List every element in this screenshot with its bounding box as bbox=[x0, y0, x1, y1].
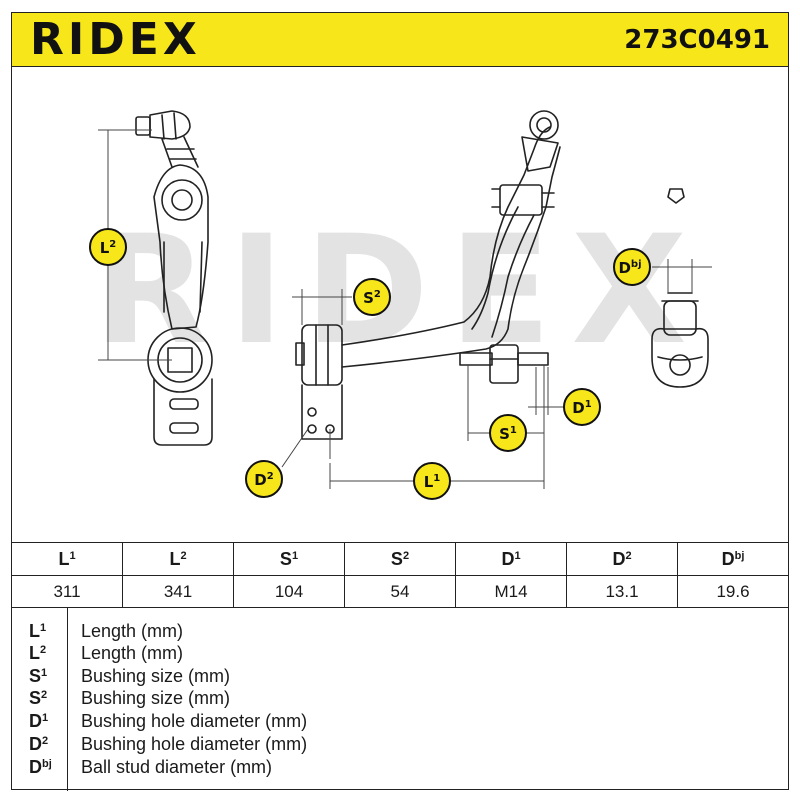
spec-value-cell: M14 bbox=[455, 575, 567, 608]
legend-divider bbox=[67, 608, 68, 791]
legend-description: Length (mm) bbox=[81, 621, 184, 641]
legend-item: S2 Bushing size (mm) bbox=[11, 687, 789, 709]
spec-table: L1 L2 S1 S2 D1 D2 Dbj 311 341 104 54 M14… bbox=[11, 542, 789, 608]
legend-description: Ball stud diameter (mm) bbox=[81, 757, 273, 777]
spec-header-cell: Dbj bbox=[677, 542, 789, 576]
watermark-text: RIDEX bbox=[93, 204, 707, 378]
brand-logo: RIDEX bbox=[30, 14, 201, 65]
technical-drawing: RIDEX bbox=[89, 110, 712, 500]
svg-text:Dbj: Dbj bbox=[618, 259, 641, 277]
legend-item: D1 Bushing hole diameter (mm) bbox=[11, 710, 789, 732]
spec-header-row: L1 L2 S1 S2 D1 D2 Dbj bbox=[11, 542, 789, 576]
spec-header-cell: S2 bbox=[344, 542, 456, 576]
badge-l1: L1 bbox=[413, 462, 451, 500]
legend-symbol: L1 bbox=[29, 621, 47, 641]
legend-description: Length (mm) bbox=[81, 643, 184, 663]
legend-description: Bushing hole diameter (mm) bbox=[81, 711, 308, 731]
spec-value-cell: 311 bbox=[11, 575, 123, 608]
badge-d1: D1 bbox=[563, 388, 601, 426]
legend-symbol: S2 bbox=[29, 688, 48, 708]
arm-top-view bbox=[295, 110, 561, 440]
badge-d2: D2 bbox=[245, 460, 283, 498]
svg-text:S1: S1 bbox=[499, 425, 517, 443]
legend-symbol: D2 bbox=[29, 734, 49, 754]
badge-s1: S1 bbox=[489, 414, 527, 452]
dim-dbj-line bbox=[652, 259, 712, 293]
header-bar: RIDEX 273C0491 bbox=[11, 12, 789, 67]
spec-value-row: 311 341 104 54 M14 13.1 19.6 bbox=[11, 575, 789, 608]
spec-value-cell: 341 bbox=[122, 575, 234, 608]
svg-text:D1: D1 bbox=[572, 399, 591, 417]
legend-symbol: Dbj bbox=[29, 757, 52, 777]
legend-item: Dbj Ball stud diameter (mm) bbox=[11, 756, 789, 778]
legend-description: Bushing size (mm) bbox=[81, 688, 231, 708]
svg-text:L1: L1 bbox=[424, 473, 441, 491]
legend-symbol: S1 bbox=[29, 666, 48, 686]
spec-value-cell: 104 bbox=[233, 575, 345, 608]
legend-item: S1 Bushing size (mm) bbox=[11, 665, 789, 687]
legend-description: Bushing hole diameter (mm) bbox=[81, 734, 308, 754]
badge-s2: S2 bbox=[353, 278, 391, 316]
badge-l2: L2 bbox=[89, 228, 127, 266]
spec-value-cell: 13.1 bbox=[566, 575, 678, 608]
arm-side-view bbox=[135, 110, 213, 446]
svg-text:L2: L2 bbox=[100, 239, 117, 257]
legend-item: D2 Bushing hole diameter (mm) bbox=[11, 733, 789, 755]
spec-value-cell: 54 bbox=[344, 575, 456, 608]
badge-dbj: Dbj bbox=[613, 248, 651, 286]
svg-text:S2: S2 bbox=[363, 289, 381, 307]
legend-description: Bushing size (mm) bbox=[81, 666, 231, 686]
legend-symbol: D1 bbox=[29, 711, 49, 731]
ball-joint-view bbox=[651, 188, 709, 388]
dim-s2-line bbox=[292, 289, 352, 325]
spec-header-cell: L2 bbox=[122, 542, 234, 576]
legend-item: L1 Length (mm) bbox=[11, 620, 789, 642]
part-number: 273C0491 bbox=[624, 25, 770, 55]
spec-header-cell: S1 bbox=[233, 542, 345, 576]
spec-header-cell: D1 bbox=[455, 542, 567, 576]
spec-header-cell: L1 bbox=[11, 542, 123, 576]
legend-symbol: L2 bbox=[29, 643, 47, 663]
svg-text:D2: D2 bbox=[254, 471, 273, 489]
spec-header-cell: D2 bbox=[566, 542, 678, 576]
legend: L1 Length (mm) L2 Length (mm) S1 Bushing… bbox=[11, 607, 789, 791]
spec-value-cell: 19.6 bbox=[677, 575, 789, 608]
legend-item: L2 Length (mm) bbox=[11, 642, 789, 664]
dim-d2-line bbox=[281, 428, 331, 468]
